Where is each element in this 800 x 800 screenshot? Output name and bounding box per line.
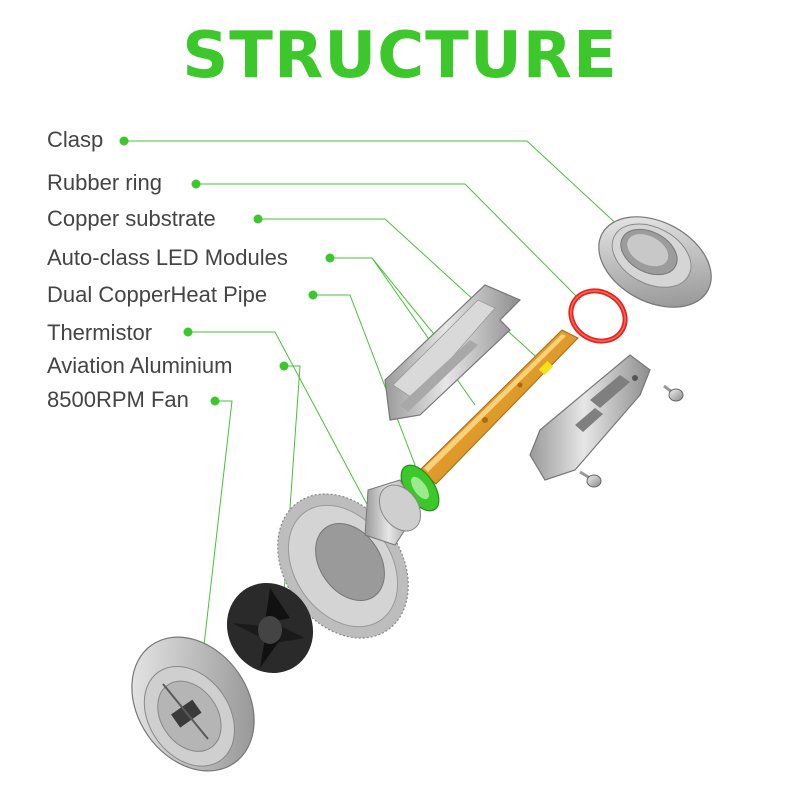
- label-copper-substrate: Copper substrate: [47, 206, 216, 231]
- label-clasp: Clasp: [47, 127, 104, 152]
- label-aviation-aluminium: Aviation Aluminium: [47, 353, 233, 378]
- leader-clasp: [124, 140, 651, 256]
- label-fan: 8500RPM Fan: [47, 387, 189, 412]
- rear-cover-part: [131, 636, 255, 772]
- leader-thermistor: [188, 331, 371, 511]
- screw-lower: [579, 470, 602, 488]
- led-module-lower-part: [529, 354, 651, 481]
- rubber-ring-part: [568, 288, 628, 344]
- label-rubber-ring: Rubber ring: [47, 170, 162, 195]
- leader-dots: [119, 136, 335, 406]
- led-module-upper-part: [384, 284, 522, 421]
- page-title: STRUCTURE: [182, 19, 618, 93]
- aluminium-body-part: [277, 479, 422, 639]
- label-thermistor: Thermistor: [47, 320, 153, 345]
- label-led-modules: Auto-class LED Modules: [47, 245, 288, 270]
- leader-lines: [124, 140, 651, 681]
- heat-pipe-part: [419, 329, 579, 485]
- fan-part: [226, 582, 314, 674]
- screw-upper: [663, 384, 684, 402]
- leader-fan: [199, 400, 233, 681]
- leader-rubber-ring: [196, 183, 581, 301]
- label-heat-pipe: Dual CopperHeat Pipe: [47, 282, 268, 307]
- clasp-part: [598, 216, 712, 308]
